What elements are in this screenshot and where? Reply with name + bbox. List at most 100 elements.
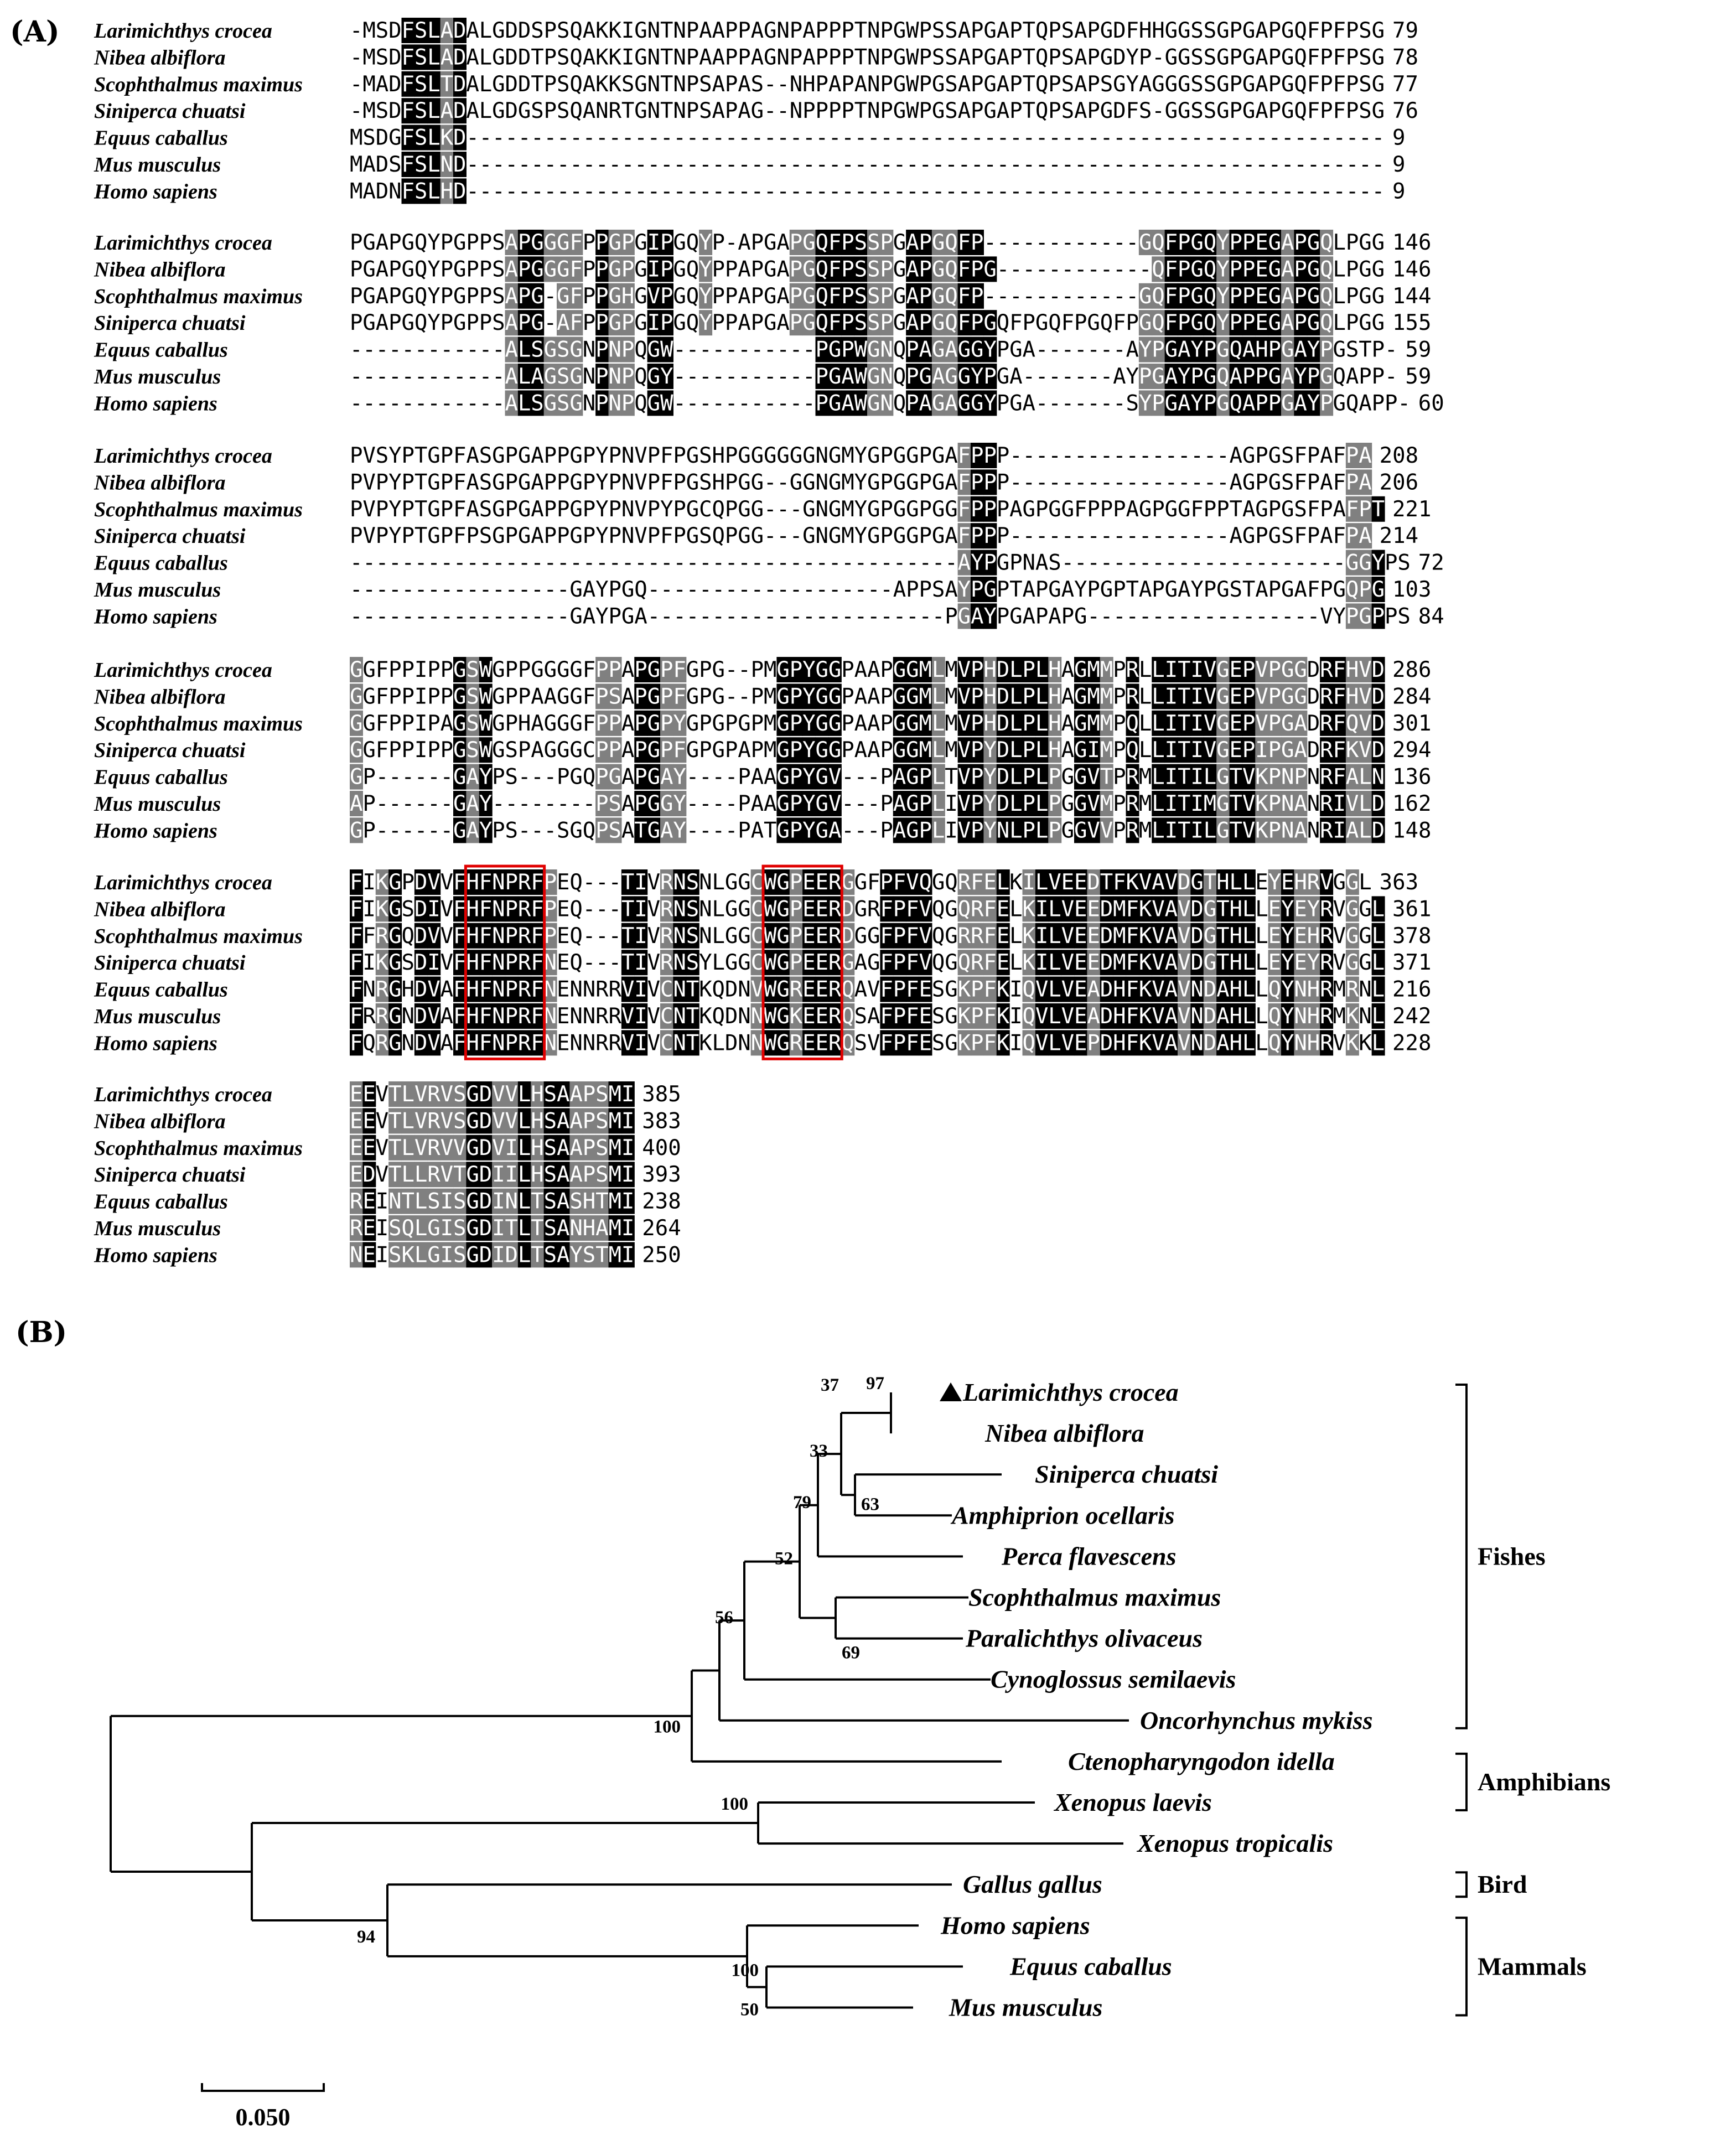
residue: F [1126,18,1138,43]
residue: G [557,711,569,736]
residue: R [1320,977,1333,1002]
residue: G [1087,310,1100,335]
residue: - [1126,604,1138,629]
residue: V [1048,870,1061,895]
residue: E [1061,870,1074,895]
residue: F [583,711,595,736]
residue: S [608,791,621,816]
residue: L [401,1136,414,1161]
alignment-position-number: 363 [1380,870,1418,895]
residue: T [686,977,699,1002]
residue: - [583,152,595,177]
tree-leaf-label: Ctenopharyngodon idella [1068,1747,1335,1775]
residue: G [1074,711,1087,736]
residue: P [401,443,414,468]
residue: Q [712,524,724,548]
residue: - [1087,391,1100,416]
residue: L [1035,870,1048,895]
residue: - [802,604,815,629]
tree-leaf-label: Cynoglossus semilaevis [991,1665,1236,1693]
residue: - [1204,604,1216,629]
residue: - [686,179,699,204]
residue: G [1061,791,1074,816]
residue: - [647,126,660,151]
residue: K [1139,950,1152,975]
residue: P [699,684,712,709]
residue: A [466,443,479,468]
residue: G [492,738,505,763]
residue: E [815,924,828,949]
residue: F [569,310,582,335]
residue-shade [1138,230,1152,255]
residue: P [790,950,802,975]
residue: - [427,604,440,629]
residue: W [764,1030,777,1055]
residue: G [1152,72,1164,97]
residue: G [764,45,776,70]
residue: V [362,524,375,548]
residue-shade [414,44,428,70]
residue: P [880,310,893,335]
residue: G [350,738,362,763]
residue: S [1281,524,1294,548]
residue: - [867,577,880,602]
residue: V [1152,1004,1164,1029]
residue: Q [1320,310,1333,335]
residue: M [362,72,375,97]
residue: A [751,791,764,816]
residue: R [790,977,803,1002]
residue: G [1242,72,1255,97]
residue: - [1048,126,1061,151]
residue: F [880,1004,893,1029]
residue: G [557,257,569,282]
residue: G [557,684,569,709]
residue: R [828,950,842,975]
residue: T [621,870,634,895]
residue: V [1333,1030,1345,1055]
residue: G [1216,99,1229,123]
residue: D [1372,791,1385,816]
residue: - [544,604,557,629]
tree-leaf-label: Xenopus laevis [1053,1788,1212,1816]
residue: - [712,765,724,790]
residue: H [518,711,531,736]
residue: - [751,391,764,416]
residue: P [699,738,712,763]
residue: G [1268,310,1281,335]
residue: P [583,443,595,468]
residue: Y [699,257,712,282]
residue: Y [802,791,815,816]
residue-shade [543,256,557,282]
residue: Y [802,711,815,736]
residue: I [1190,791,1203,816]
residue: T [1216,950,1229,975]
residue: - [634,126,647,151]
residue: A [376,230,388,255]
residue: - [492,364,505,389]
alignment-position-number: 284 [1392,684,1431,709]
alignment-position-number: 242 [1392,1004,1431,1029]
residue: F [1113,310,1126,335]
residue: D [479,1136,492,1161]
residue: F [958,230,971,255]
residue: - [1009,257,1022,282]
residue: - [362,391,375,416]
residue: - [854,577,867,602]
residue: S [945,99,957,123]
residue: G [1139,310,1152,335]
residue: G [350,711,362,736]
residue: P [647,524,660,548]
residue: T [686,1030,699,1055]
residue: - [738,577,750,602]
residue: A [441,711,453,736]
residue: S [1359,18,1371,43]
residue: - [1087,257,1100,282]
residue: G [867,470,880,495]
residue: E [557,1004,569,1029]
residue: V [634,524,647,548]
residue: F [401,18,414,43]
residue: K [1009,870,1023,895]
residue: L [1359,818,1371,843]
residue: Y [802,818,815,843]
